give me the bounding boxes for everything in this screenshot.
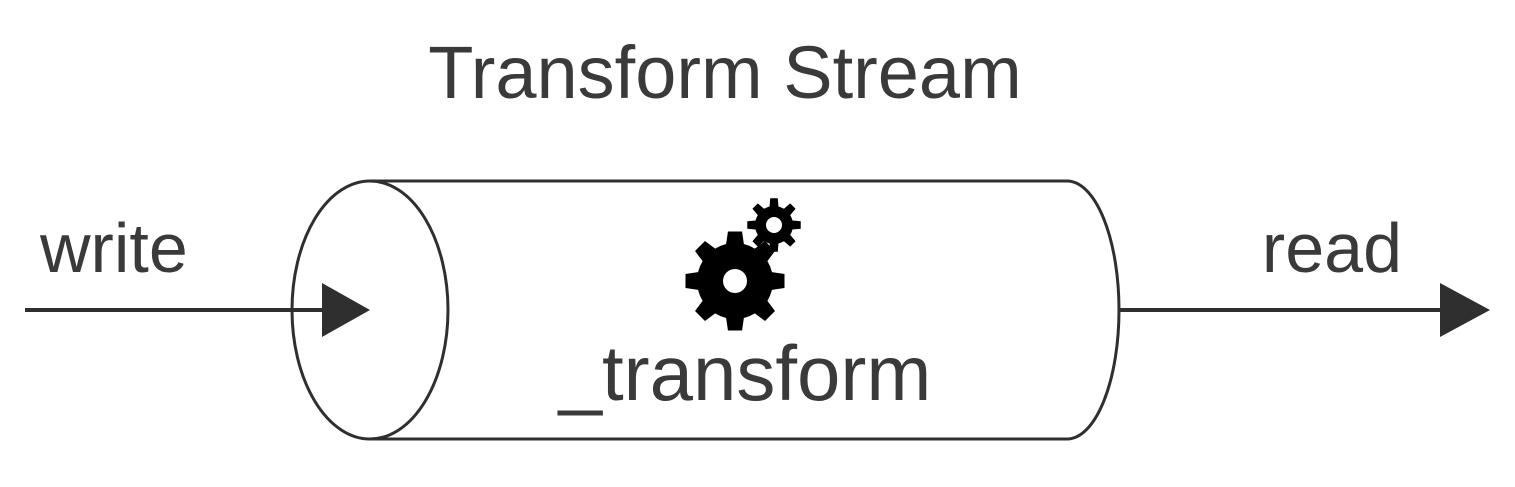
output-arrow	[1119, 283, 1490, 337]
write-label: write	[39, 209, 188, 287]
transform-method-label: _transform	[557, 329, 932, 417]
output-arrow-head	[1440, 283, 1490, 337]
large-gear-icon	[685, 231, 785, 331]
cylinder-body	[370, 179, 1121, 441]
read-label: read	[1262, 209, 1402, 287]
gears-icon	[685, 198, 801, 331]
gear-large-hole	[723, 269, 747, 293]
gear-small-hole	[766, 217, 782, 233]
input-arrow-head	[322, 283, 370, 337]
small-gear-icon	[747, 198, 801, 252]
diagram-title: Transform Stream	[428, 31, 1021, 114]
input-arrow	[25, 283, 370, 337]
